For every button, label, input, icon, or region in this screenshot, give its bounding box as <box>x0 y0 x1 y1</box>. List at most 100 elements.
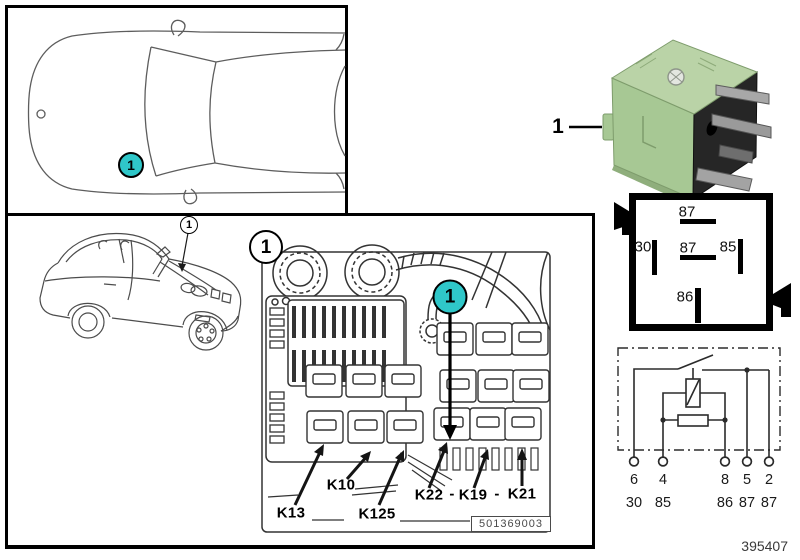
target-arrow <box>443 314 457 440</box>
top-view-callout[interactable]: 1 <box>118 152 144 178</box>
pin-number: 4 <box>658 472 668 488</box>
headrests <box>98 239 130 251</box>
kidney-grille <box>210 288 232 304</box>
rear-hub <box>78 312 98 332</box>
pin-87-middle-label: 87 <box>679 239 697 257</box>
relay-photo-drawing <box>569 39 772 205</box>
roofline <box>57 232 170 264</box>
document-number: 395407 <box>741 538 788 554</box>
relay-top-markings <box>635 53 717 72</box>
relay-label-k125: K125 <box>358 505 396 523</box>
relay-label-k22: K22 <box>414 486 444 504</box>
mirror-bottom <box>183 188 198 205</box>
side-mirror <box>155 246 171 258</box>
relay-pin-4 <box>695 167 753 192</box>
pin-87-top-label: 87 <box>678 203 696 221</box>
pin-85-bar <box>738 239 743 274</box>
hood-detail-circle <box>36 109 46 119</box>
terminal-column: 6 30 <box>626 473 642 510</box>
relay-label-k13: K13 <box>276 504 306 522</box>
front-body <box>168 258 242 332</box>
rear-wheel <box>71 305 105 339</box>
pin-socket-tabs <box>614 202 791 317</box>
car-body-outline <box>27 30 346 195</box>
wire-30 <box>633 368 678 457</box>
callout-leader-head <box>178 263 186 272</box>
terminal-designation: 30 <box>625 494 643 511</box>
relay-clip-slot <box>642 116 657 149</box>
terminal-designation: 85 <box>654 494 672 511</box>
terminal-circles <box>628 456 775 467</box>
diagonal-strips <box>407 454 453 491</box>
hood-creases <box>159 260 217 296</box>
fusebox-drawing <box>261 244 551 533</box>
pin-number: 5 <box>742 472 752 488</box>
wire-86 <box>700 392 726 457</box>
terminal-designation: 87 <box>760 494 778 511</box>
terminal-designation: 86 <box>716 494 734 511</box>
terminal-column: 5 87 <box>739 473 755 510</box>
drawing-reference-code: 501369003 <box>471 516 551 532</box>
schematic-circuit <box>617 347 781 467</box>
rear-bumper <box>39 280 71 319</box>
pin-30-label: 30 <box>634 238 652 256</box>
beltline <box>44 276 161 282</box>
car-view-callout[interactable]: 1 <box>180 216 198 234</box>
pin-86-bar <box>695 288 701 323</box>
terminal-column: 8 86 <box>717 473 733 510</box>
fusebox-target-callout[interactable]: 1 <box>432 279 468 315</box>
door-seam <box>127 239 134 301</box>
pin-87-middle-bar <box>680 255 716 260</box>
mirror-top <box>170 19 186 37</box>
top-view-panel <box>5 5 348 216</box>
side-fuse-stacks <box>269 307 285 444</box>
headlight-outer <box>190 285 208 297</box>
label-separator: - <box>494 485 500 503</box>
front-hub <box>195 322 217 344</box>
pin-layout-box <box>629 193 773 331</box>
deck-seams <box>335 33 345 190</box>
pin-number: 2 <box>764 472 774 488</box>
terminal-designation: 87 <box>738 494 756 511</box>
relay-pin-3 <box>718 144 754 164</box>
pin-number: 8 <box>720 472 730 488</box>
roof-lines <box>214 49 346 174</box>
terminal-column: 2 87 <box>761 473 777 510</box>
relay-label-k21: K21 <box>507 485 537 503</box>
window-line <box>65 239 163 263</box>
terminal-column: 4 85 <box>655 473 671 510</box>
pin-number: 6 <box>629 472 639 488</box>
label-tick-marks <box>267 484 470 522</box>
schematic-boundary <box>617 347 781 451</box>
front-wheel <box>188 315 224 351</box>
switch-blade <box>677 354 714 370</box>
rocker <box>111 317 184 328</box>
callout-leader <box>181 232 189 267</box>
rear-arch <box>67 302 111 318</box>
pin-86-label: 86 <box>676 288 694 306</box>
label-separator: - <box>449 485 455 503</box>
car-top-view-drawing <box>27 19 346 205</box>
windshield <box>144 46 217 177</box>
rear-edge <box>43 262 59 282</box>
resistor <box>677 414 709 427</box>
fusebox-panel-callout[interactable]: 1 <box>249 230 283 264</box>
door-handle <box>103 283 117 286</box>
b-pillar <box>118 238 125 264</box>
car-three-quarter-drawing <box>39 232 242 351</box>
relay-label-k10: K10 <box>326 476 356 494</box>
wire-85 <box>662 392 686 457</box>
relay-pin-2 <box>711 113 772 139</box>
headlight-inner <box>180 282 196 294</box>
label-arrows <box>293 442 527 506</box>
a-pillar <box>152 258 170 278</box>
pin-30-bar <box>652 240 657 275</box>
pin-87-top-bar <box>680 219 716 224</box>
pin-85-label: 85 <box>719 238 737 256</box>
relay-pin-1 <box>715 84 770 105</box>
relay-item-number[interactable]: 1 <box>552 115 564 138</box>
relay-label-k19: K19 <box>458 486 488 504</box>
relay-clip-tab <box>602 113 615 141</box>
